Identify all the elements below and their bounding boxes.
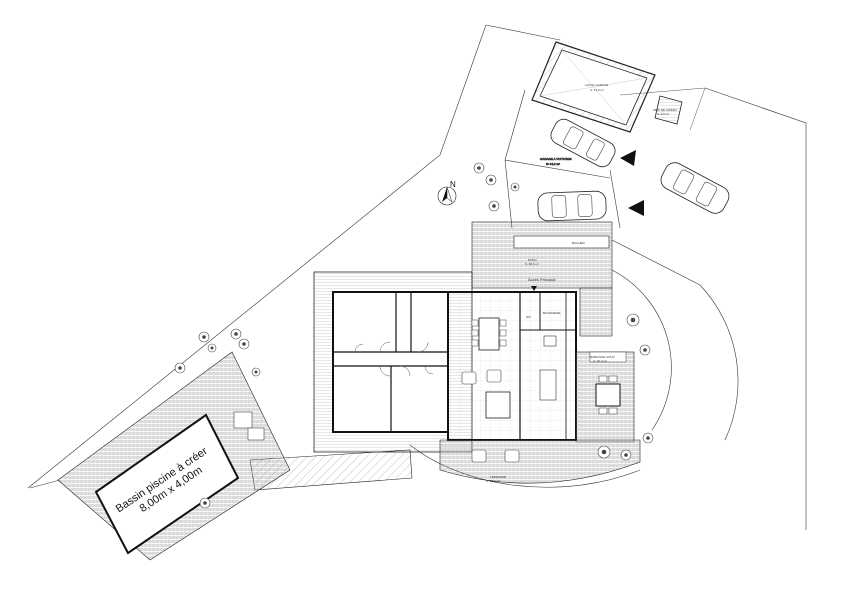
car-icon bbox=[550, 118, 616, 168]
south-terrace: TERRASSE S: 30,0 m² bbox=[439, 439, 641, 484]
garage-building: LOCAL GARAGE S: 13,0 m² bbox=[531, 41, 656, 133]
car-icon bbox=[537, 190, 607, 222]
side-terrace: TERRASSE COUV. S: 20,0 m² bbox=[575, 351, 635, 443]
terrace-label: TERRASSE bbox=[490, 475, 506, 479]
pool-deck: Bassin piscine à créer 8,00m x 4,00m bbox=[57, 351, 291, 561]
tree-icon bbox=[485, 174, 497, 186]
tree-icons bbox=[174, 162, 654, 509]
tree-icon bbox=[230, 328, 242, 340]
tree-icon bbox=[174, 362, 186, 374]
shed-area: S: 6,0 m² bbox=[657, 112, 669, 116]
outdoor-table-icon bbox=[595, 375, 621, 415]
car-icon bbox=[660, 162, 730, 214]
kitchen-island bbox=[539, 369, 557, 401]
terrace-curve bbox=[409, 239, 739, 488]
tree-icon bbox=[238, 338, 250, 350]
lounger-icon bbox=[504, 449, 520, 463]
patio: BUCHER PATIO S: 38,0 m² Accès Principal bbox=[471, 221, 613, 337]
tree-icon bbox=[207, 343, 217, 353]
lounger-icon bbox=[471, 449, 487, 463]
tree-icon bbox=[639, 344, 651, 356]
north-arrow-icon: N bbox=[437, 180, 457, 206]
garage-label: LOCAL GARAGE bbox=[585, 83, 608, 87]
shed-label: ABRI DE JARDIN bbox=[653, 108, 677, 112]
garage-area: S: 13,0 m² bbox=[590, 88, 604, 92]
tree-icon bbox=[642, 432, 654, 444]
terrace-area: S: 30,0 m² bbox=[486, 479, 500, 483]
pool-shower-icon bbox=[233, 411, 265, 441]
tree-icon bbox=[198, 331, 210, 343]
laundry-label: BUANDERIE bbox=[543, 311, 561, 315]
tree-icon bbox=[488, 200, 500, 212]
patio-area: S: 38,0 m² bbox=[525, 262, 539, 266]
north-label: N bbox=[450, 180, 456, 189]
side-terrace-label: TERRASSE COUV. bbox=[589, 355, 615, 359]
tree-icon bbox=[626, 313, 640, 327]
tree-icon bbox=[620, 449, 632, 461]
property-boundary bbox=[27, 24, 807, 530]
parking-label: GARAGE A VOITURES bbox=[540, 157, 572, 161]
sofa-icon bbox=[461, 369, 511, 419]
dining-table-icon bbox=[471, 317, 507, 351]
entry-arrow-icon bbox=[531, 286, 537, 291]
wc-label: WC bbox=[526, 315, 532, 319]
side-terrace-area: S: 20,0 m² bbox=[593, 359, 607, 363]
pool-basin bbox=[94, 413, 240, 555]
entry-label: Accès Principal bbox=[528, 277, 555, 282]
tree-icon bbox=[473, 162, 485, 174]
parking-area-text: S: 34,0 m² bbox=[546, 162, 560, 166]
parking-area: GARAGE A VOITURES S: 34,0 m² bbox=[504, 89, 621, 229]
tree-icon bbox=[597, 445, 611, 459]
patio-label: PATIO bbox=[528, 258, 537, 262]
tree-icon bbox=[199, 497, 211, 509]
bucher-label: BUCHER bbox=[572, 241, 586, 245]
access-arrow-icon bbox=[620, 150, 644, 216]
tree-icon bbox=[510, 182, 520, 192]
tree-icon bbox=[251, 367, 261, 377]
garden-shed: ABRI DE JARDIN S: 6,0 m² bbox=[619, 87, 706, 131]
house: WC BUANDERIE CUISINE bbox=[313, 271, 577, 453]
